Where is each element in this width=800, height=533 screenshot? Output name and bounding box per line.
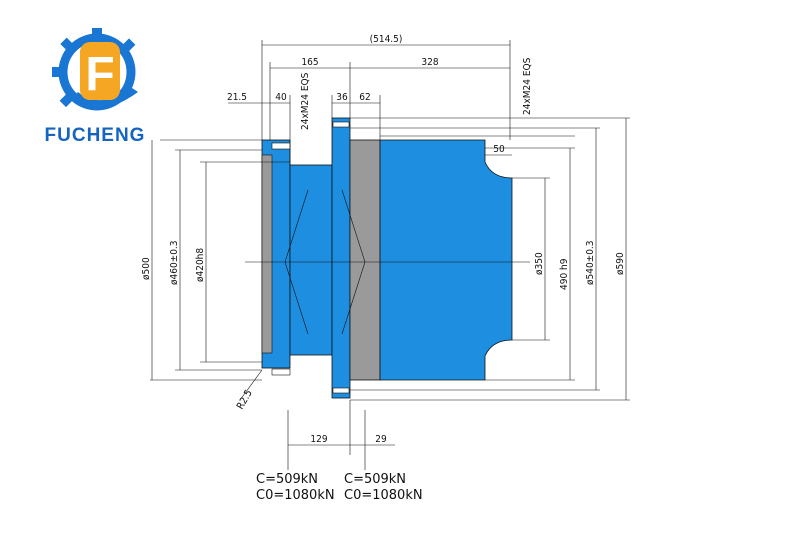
dim-r25: R2.5	[235, 388, 255, 411]
dim-phi350: ø350	[534, 252, 545, 275]
dim-bolt-right: 24xM24 EQS	[522, 57, 533, 115]
dim-490: 490 h9	[559, 258, 570, 290]
dim-50: 50	[493, 144, 505, 155]
dim-phi500: ø500	[141, 257, 152, 280]
dim-phi420: ø420h8	[195, 248, 206, 282]
brand-name: FUCHENG	[45, 125, 146, 146]
dim-phi590: ø590	[615, 252, 626, 275]
contact-lines	[284, 189, 366, 335]
dim-phi540: ø540±0.3	[585, 240, 596, 285]
load-left-c0: C0=1080kN	[256, 488, 335, 503]
dim-165: 165	[301, 57, 318, 68]
load-right-c: C=509kN	[344, 472, 406, 487]
dim-129: 129	[310, 434, 327, 445]
dimension-lines	[150, 40, 630, 470]
dim-bolt-left: 24xM24 EQS	[300, 72, 311, 130]
logo-letter: F	[85, 48, 114, 101]
dim-328: 328	[421, 57, 438, 68]
bearing-body	[261, 117, 513, 399]
dim-62: 62	[359, 92, 370, 103]
dim-overall: (514.5)	[370, 34, 403, 45]
load-right-c0: C0=1080kN	[344, 488, 423, 503]
fucheng-logo: F FUCHENG	[45, 28, 146, 146]
load-left-c: C=509kN	[256, 472, 318, 487]
dim-29: 29	[375, 434, 387, 445]
dim-phi460: ø460±0.3	[169, 240, 180, 285]
dim-40: 40	[275, 92, 287, 103]
dim-21-5: 21.5	[227, 92, 247, 103]
dim-36: 36	[336, 92, 348, 103]
